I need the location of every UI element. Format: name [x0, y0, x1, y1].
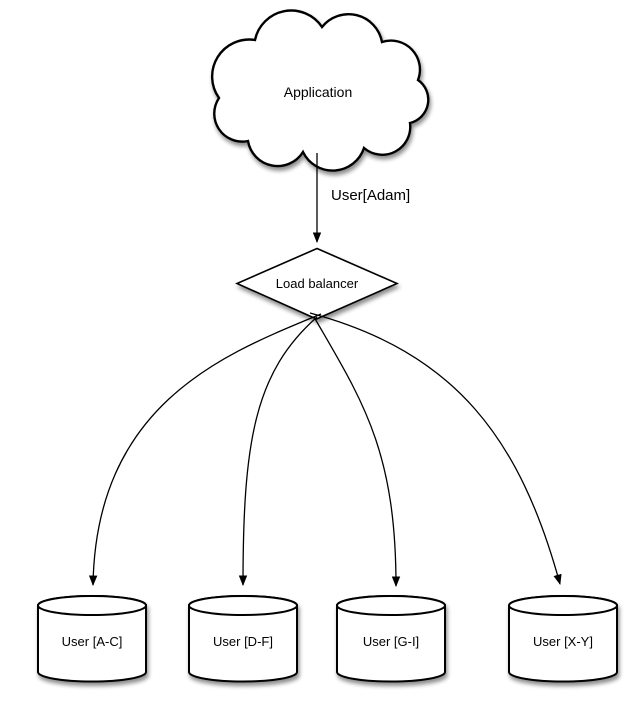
edge-load-balancer-to-shard-g-i	[313, 316, 401, 588]
edge-label-user-adam: User[Adam]	[331, 187, 410, 204]
edge-curve	[238, 316, 318, 587]
cylinder-top	[336, 595, 446, 616]
node-label-shard-a-c: User [A-C]	[62, 634, 123, 649]
diamond-shape	[235, 247, 399, 320]
edge-load-balancer-to-shard-d-f	[238, 316, 318, 587]
cylinder-top	[188, 595, 298, 616]
edge-curve	[309, 312, 562, 586]
edge-curve	[313, 316, 401, 588]
edge-load-balancer-to-shard-a-c	[88, 313, 322, 587]
node-shard-g-i: User [G-I]	[336, 595, 446, 683]
node-shard-a-c: User [A-C]	[37, 595, 147, 683]
cylinder-top	[37, 595, 147, 616]
edge-curve	[88, 313, 322, 587]
node-load-balancer: Load balancer	[235, 247, 399, 320]
node-label-shard-d-f: User [D-F]	[213, 634, 273, 649]
edge-application-to-load-balancer: User[Adam]	[312, 153, 410, 244]
node-shard-x-y: User [X-Y]	[508, 595, 618, 683]
node-label-load-balancer: Load balancer	[276, 276, 359, 291]
edge-load-balancer-to-shard-x-y	[309, 312, 562, 586]
node-application: Application	[210, 9, 430, 172]
node-label-shard-g-i: User [G-I]	[363, 634, 419, 649]
node-shard-d-f: User [D-F]	[188, 595, 298, 683]
node-label-shard-x-y: User [X-Y]	[533, 634, 593, 649]
node-label-application: Application	[284, 84, 353, 100]
cloud-shape	[210, 9, 430, 172]
cylinder-top	[508, 595, 618, 616]
